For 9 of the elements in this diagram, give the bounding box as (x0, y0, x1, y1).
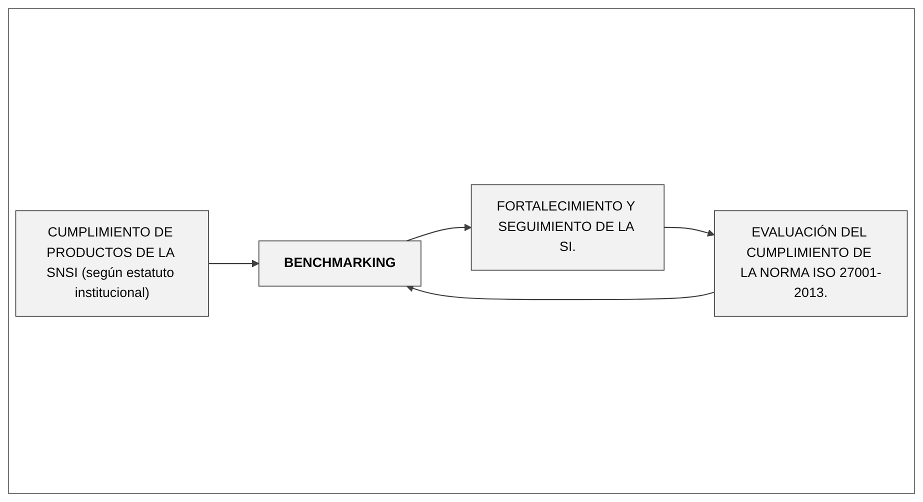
node-box (714, 210, 908, 318)
arrow (406, 285, 715, 301)
node-box (470, 184, 665, 272)
arrow (406, 224, 472, 242)
node-box (15, 210, 209, 318)
arrow (664, 227, 715, 238)
node-box (258, 240, 422, 288)
flowchart: CUMPLIMIENTO DE PRODUCTOS DE LA SNSI (según estatuto institucional) EVALUACIÓN DEL CUMPLIMIENTO DE LA NORMA ISO 27001-2013. BENCHMARKING FORTALECIMIENTO Y SEGUIMIENTO DE LA SI. (9, 178, 914, 324)
arrow (208, 260, 260, 268)
